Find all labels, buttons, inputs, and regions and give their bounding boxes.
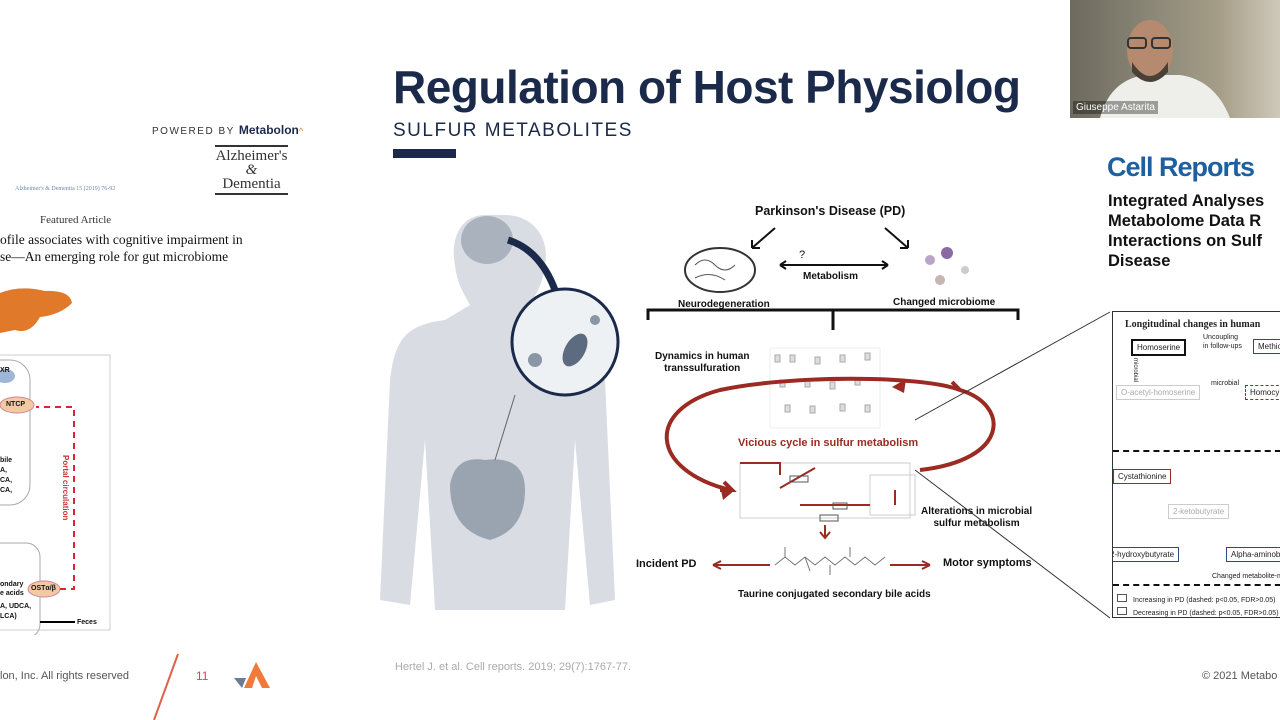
bile-acid-diagram [0, 288, 111, 635]
label-line: sulfur metabolism [933, 518, 1020, 529]
taurine-label: Taurine conjugated secondary bile acids [738, 589, 931, 600]
diagram-label: Portal circulation [61, 455, 70, 521]
diagram-label: NTCP [6, 401, 26, 408]
motor-symptoms-label: Motor symptoms [943, 557, 1032, 569]
brain-icon [461, 216, 513, 264]
slide-title: Regulation of Host Physiolog [393, 61, 1021, 113]
box-plots [769, 347, 881, 429]
logo-line: Alzheimer's [215, 148, 288, 164]
pd-label: Parkinson's Disease (PD) [755, 204, 906, 218]
diagram-label: e acids [0, 590, 24, 597]
incident-pd-label: Incident PD [636, 558, 697, 570]
diagram-label: CA, [0, 477, 13, 484]
logo-line: Dementia [222, 176, 281, 192]
title-line: Integrated Analyses [1108, 192, 1265, 210]
edge-label: in follow-ups [1203, 343, 1242, 350]
zoom-lines [914, 311, 1111, 619]
node-homoserine: Homoserine [1131, 339, 1187, 356]
cell-article-title: Integrated Analyses Metabolome Data R In… [1108, 191, 1264, 271]
human-body-illustration [380, 215, 620, 610]
figure-title: Longitudinal changes in human [1125, 319, 1261, 330]
node-alpha-aminobutyrate: Alpha-aminob [1226, 547, 1280, 562]
title-line: Disease [1108, 252, 1171, 270]
microbes-icon [510, 287, 620, 397]
node-cystathionine: Cystathionine [1113, 469, 1172, 484]
powered-by-label: POWERED BY [152, 126, 235, 137]
article-section: Featured Article [40, 214, 112, 226]
question-mark: ? [799, 249, 806, 261]
molecule-icon [774, 547, 886, 575]
edge-label: Uncoupling [1203, 334, 1239, 341]
copyright-right: © 2021 Metabo [1202, 670, 1278, 682]
brand-caret-icon: ^ [298, 126, 305, 136]
brand-name: Metabolon [238, 123, 299, 137]
participant-video[interactable]: Giuseppe Astarita [1070, 0, 1280, 118]
diagram-label: LCA) [0, 613, 17, 620]
diagram-label: Feces [77, 619, 97, 626]
microbiome-label: Changed microbiome [893, 297, 996, 308]
node-2-ketobutyrate: 2-ketobutyrate [1168, 504, 1230, 519]
legend-increasing: Increasing in PD (dashed: p<0.05, FDR>0.… [1113, 592, 1279, 606]
liver-icon [0, 288, 72, 333]
diagram-label: CA, [0, 487, 13, 494]
diagram-label: bile [0, 457, 13, 464]
title-underline [393, 149, 456, 158]
node-homocysteine: Homocy [1245, 385, 1280, 400]
node-o-acetyl-homoserine: O-acetyl-homoserine [1116, 385, 1201, 400]
journal-logo: Alzheimer's & Dementia [215, 145, 288, 195]
vicious-cycle-label: Vicious cycle in sulfur metabolism [738, 437, 919, 449]
figure-caption: Changed metabolite-me [1212, 573, 1280, 580]
diagram-label: ondary [0, 581, 24, 588]
journal-reference: Alzheimer's & Dementia 15 (2019) 76-92 [15, 186, 116, 192]
label-line: Alterations in microbial [921, 506, 1033, 517]
brain-icon [684, 247, 756, 293]
node-2-hydroxybutyrate: 2-hydroxybutyrate [1113, 547, 1180, 562]
diagram-label: OSTα/β [31, 585, 56, 592]
cell-reports-logo: Cell Reports [1107, 152, 1255, 182]
participant-avatar [1100, 20, 1230, 118]
intestine-icon [450, 459, 525, 540]
diagram-label: A, [0, 467, 7, 474]
diagram-label: XR [0, 367, 10, 374]
legend-decreasing: Decreasing in PD (dashed: p<0.05, FDR>0.… [1113, 605, 1280, 617]
label-line: Dynamics in human [655, 351, 750, 362]
participant-name: Giuseppe Astarita [1073, 101, 1158, 114]
metabolism-label: Metabolism [803, 271, 859, 282]
citation: Hertel J. et al. Cell reports. 2019; 29(… [395, 661, 632, 673]
edge-label: microbial [1211, 380, 1240, 387]
title-line: ofile associates with cognitive impairme… [0, 232, 243, 247]
pathway-diagram [739, 462, 916, 522]
title-line: Interactions on Sulf [1108, 232, 1263, 250]
page-number: 11 [196, 669, 209, 683]
slide-subtitle: SULFUR METABOLITES [393, 120, 633, 141]
article-title: ofile associates with cognitive impairme… [0, 231, 243, 265]
powered-by: POWERED BY Metabolon^ [152, 123, 305, 137]
edge-label: microbial [1132, 357, 1139, 383]
pd-cycle-diagram [646, 227, 1020, 575]
neurodegeneration-label: Neurodegeneration [678, 299, 770, 310]
footer-slash [153, 653, 179, 720]
legend-text: Increasing in PD (dashed: p<0.05, FDR>0.… [1133, 597, 1276, 604]
bidirectional-arrow-icon [506, 236, 559, 292]
copyright-left: lon, Inc. All rights reserved [0, 670, 130, 682]
label-line: transsulfuration [664, 363, 741, 374]
logo-line: & [245, 162, 258, 178]
legend-text: Decreasing in PD (dashed: p<0.05, FDR>0.… [1133, 610, 1279, 617]
metabolon-logo-icon [234, 662, 270, 688]
node-methionine: Methio [1253, 339, 1280, 354]
title-line: Metabolome Data R [1108, 212, 1262, 230]
longitudinal-figure: Longitudinal changes in human Homoserine… [1112, 311, 1280, 618]
diagram-label: A, UDCA, [0, 603, 32, 610]
title-line: se—An emerging role for gut microbiome [0, 249, 229, 264]
